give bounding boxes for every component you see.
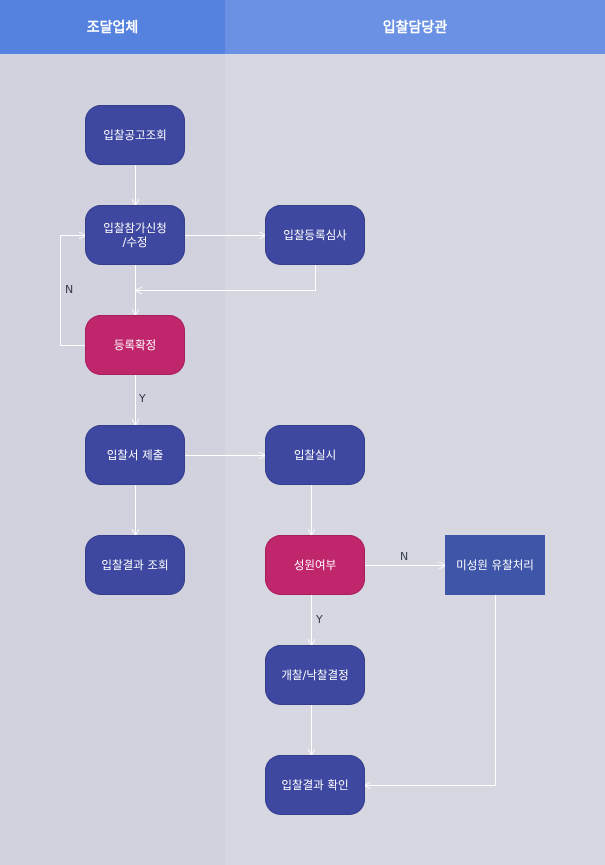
edge-label-yes-1: Y (139, 392, 146, 405)
node-result-view: 입찰결과 조회 (85, 535, 185, 595)
lane-header-bid-officer: 입찰담당관 (225, 0, 605, 54)
node-no-quorum-void: 미성원 유찰처리 (445, 535, 545, 595)
node-quorum-check: 성원여부 (265, 535, 365, 595)
node-bid-submit: 입찰서 제출 (85, 425, 185, 485)
node-bid-notice: 입찰공고조회 (85, 105, 185, 165)
edge-label-no-1: N (65, 283, 74, 296)
lane-header-supplier: 조달업체 (0, 0, 225, 54)
node-registration-review: 입찰등록심사 (265, 205, 365, 265)
node-bid-apply: 입찰참가신청 /수정 (85, 205, 185, 265)
node-bid-execution: 입찰실시 (265, 425, 365, 485)
lane-bid-officer: 입찰담당관 (225, 0, 605, 865)
edge-review-to-main (136, 265, 316, 291)
node-open-award: 개찰/낙찰결정 (265, 645, 365, 705)
node-result-confirm: 입찰결과 확인 (265, 755, 365, 815)
edge-label-yes-2: Y (316, 613, 323, 626)
edge-label-no-2: N (400, 550, 409, 563)
node-registration-confirm: 등록확정 (85, 315, 185, 375)
edge-confirm-loop-no (60, 236, 86, 346)
edge-noquorum-to-result (365, 595, 496, 786)
